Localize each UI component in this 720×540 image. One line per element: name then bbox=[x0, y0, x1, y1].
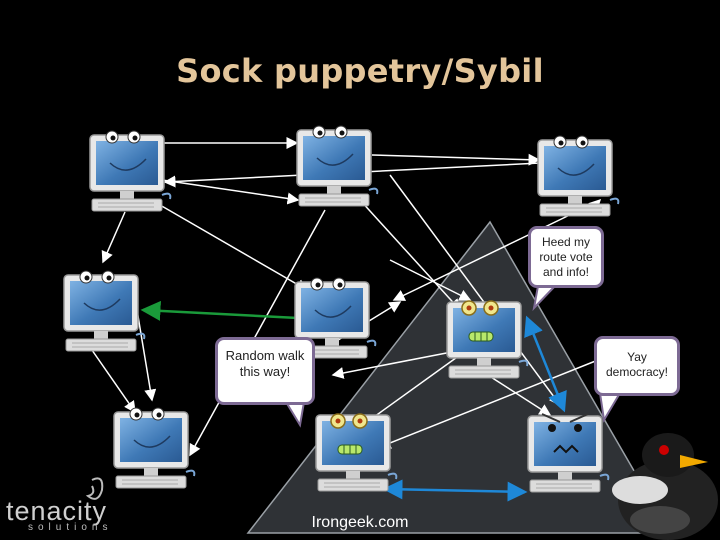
blue-arrow-bottom bbox=[382, 479, 528, 502]
computer-node-sybil-3 bbox=[527, 413, 610, 493]
evil-penguin-image bbox=[612, 433, 718, 540]
green-arrow bbox=[140, 300, 299, 321]
computer-node-sybil-2 bbox=[315, 413, 398, 492]
speech-bubble-random-walk: Random walk this way! bbox=[215, 337, 315, 405]
blue-arrow-right bbox=[524, 315, 567, 413]
computer-node-honest-2 bbox=[296, 125, 379, 207]
computer-node-honest-1 bbox=[89, 130, 172, 212]
computer-node-honest-3 bbox=[537, 135, 620, 217]
logo-wordmark: tenacity bbox=[6, 496, 108, 526]
credit-text: Irongeek.com bbox=[311, 514, 409, 531]
speech-bubble-heed: Heed my route vote and info! bbox=[528, 226, 604, 288]
speech-bubble-democracy: Yay democracy! bbox=[594, 336, 680, 396]
bubble-tail-yay bbox=[599, 392, 621, 423]
logo-swirl-icon bbox=[85, 477, 104, 500]
computer-node-honest-4 bbox=[63, 270, 146, 352]
computer-node-sybil-1 bbox=[446, 300, 529, 379]
bubble-tail-heed bbox=[532, 285, 556, 312]
slide-title: Sock puppetry/Sybil bbox=[176, 52, 544, 90]
computer-node-honest-6 bbox=[113, 407, 196, 489]
bubble-tail-random bbox=[285, 401, 305, 428]
logo-tagline: solutions bbox=[28, 522, 113, 533]
